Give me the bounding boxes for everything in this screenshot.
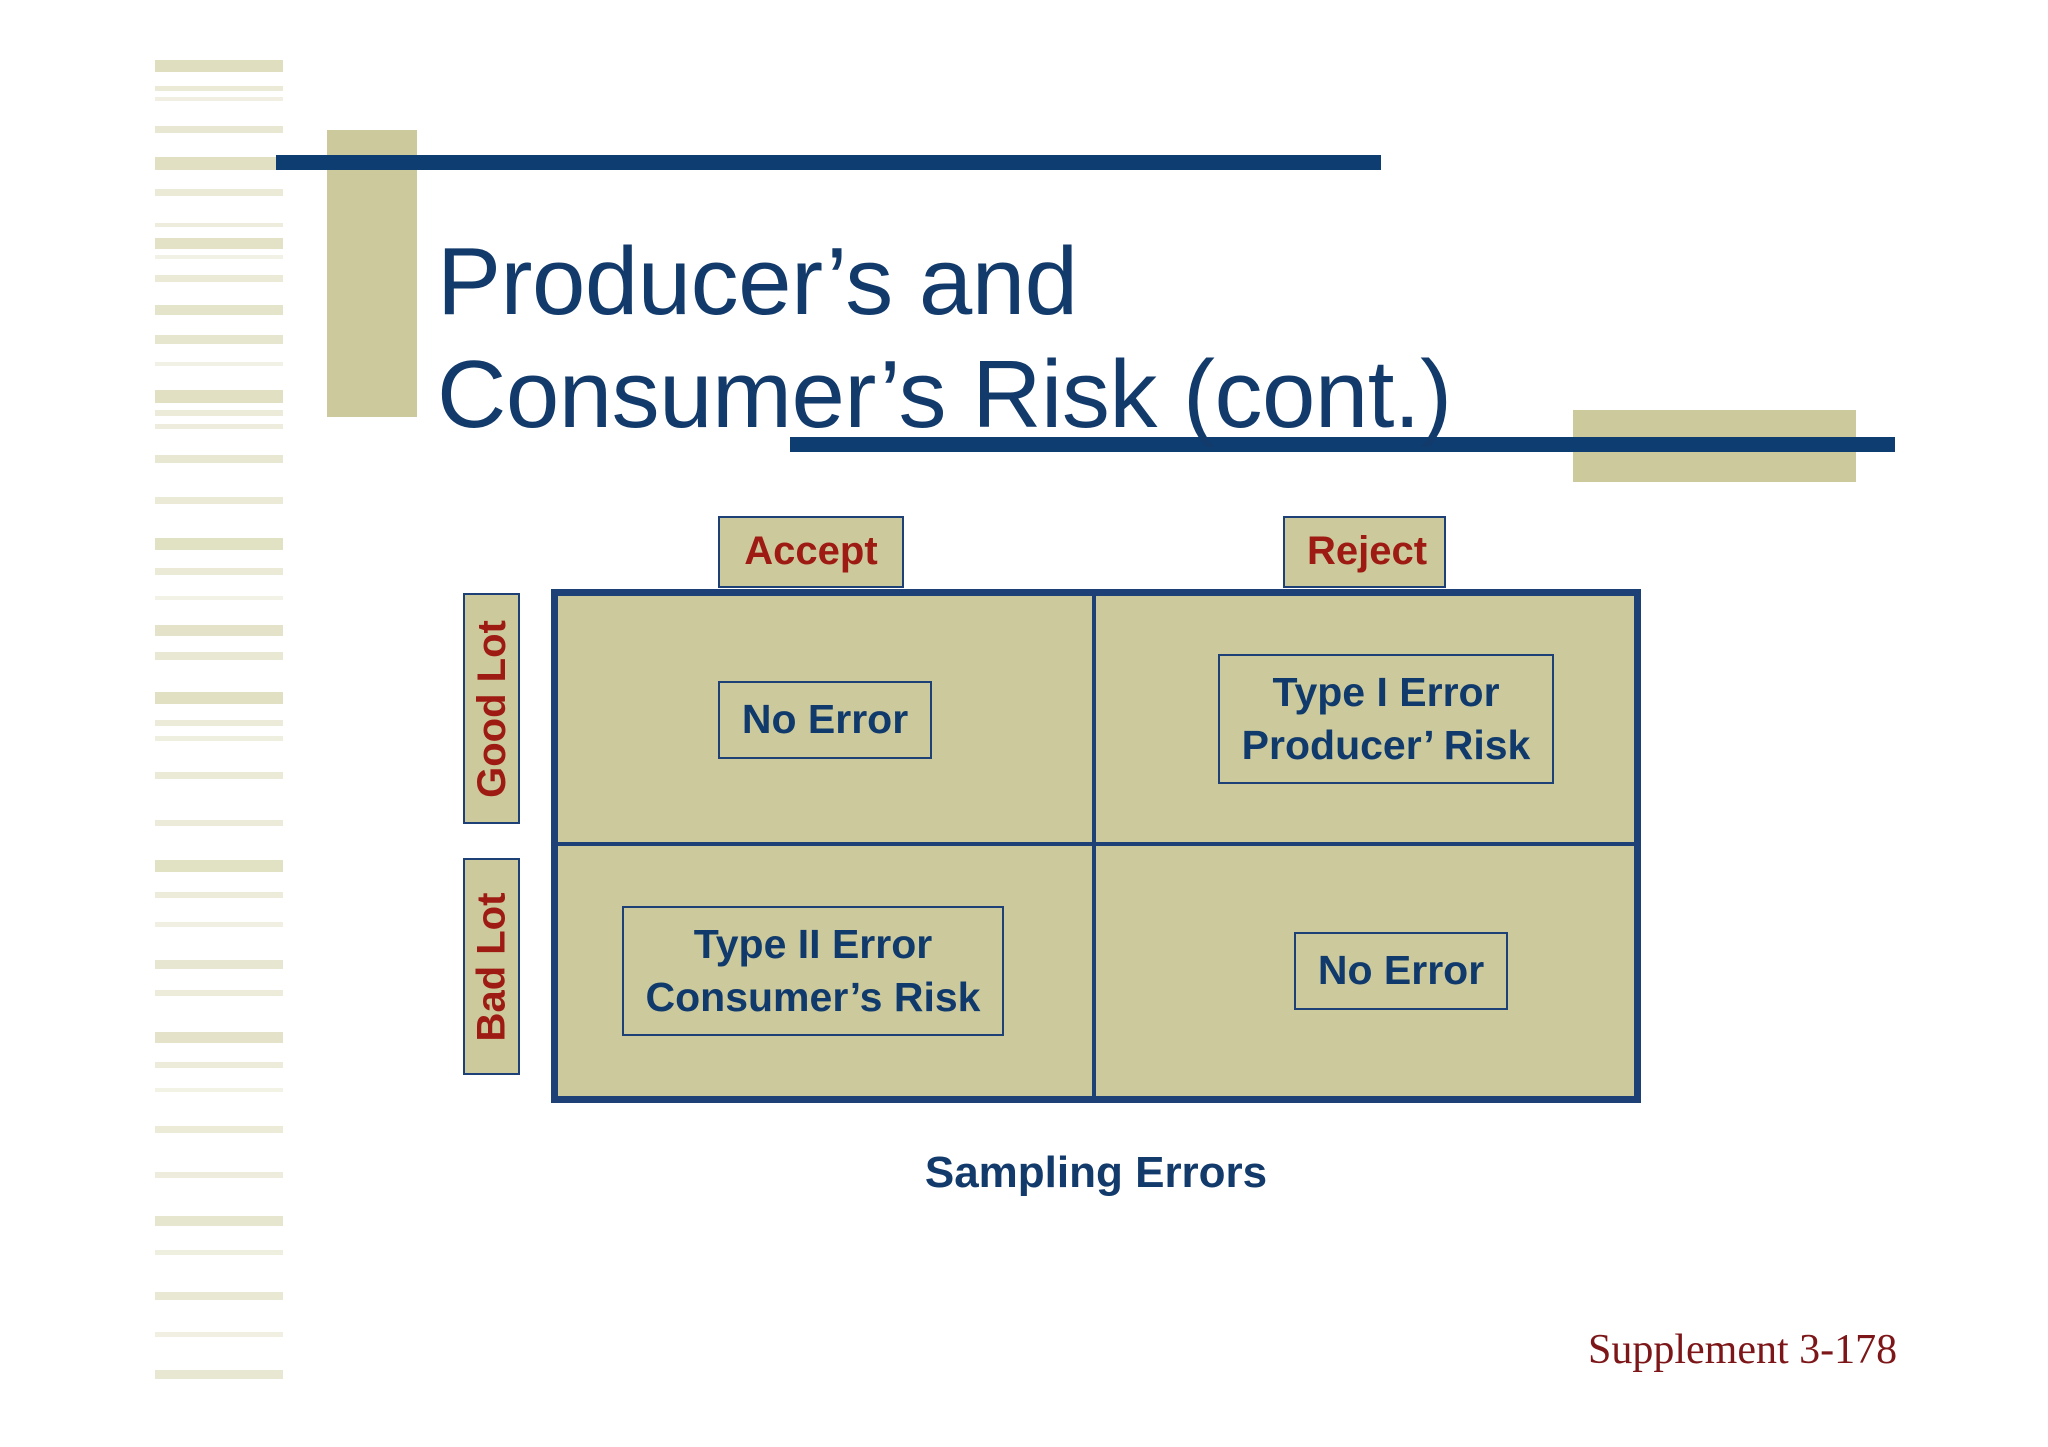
decorative-stripe bbox=[155, 720, 283, 726]
decorative-stripe bbox=[155, 60, 283, 72]
decorative-stripe bbox=[155, 960, 283, 969]
row-header-bad-lot: Bad Lot bbox=[463, 858, 520, 1075]
decorative-stripe bbox=[155, 736, 283, 741]
decorative-stripe bbox=[155, 455, 283, 463]
column-header-accept: Accept bbox=[718, 516, 904, 588]
decorative-stripe bbox=[155, 568, 283, 575]
decorative-stripe bbox=[155, 538, 283, 550]
decorative-stripe bbox=[155, 1126, 283, 1133]
matrix-cell-bad-accept: Type II Error Consumer’s Risk bbox=[558, 846, 1096, 1096]
matrix-caption: Sampling Errors bbox=[924, 1148, 1268, 1197]
decorative-stripe bbox=[155, 692, 283, 704]
decorative-stripe bbox=[155, 362, 283, 366]
decorative-stripe bbox=[155, 1332, 283, 1337]
sampling-errors-matrix: No Error Type I Error Producer’ Risk Typ… bbox=[551, 589, 1641, 1103]
decorative-stripe bbox=[155, 126, 283, 133]
decorative-stripe bbox=[155, 892, 283, 898]
decorative-stripe bbox=[155, 335, 283, 344]
row-header-good-lot: Good Lot bbox=[463, 593, 520, 824]
matrix-cell-good-accept: No Error bbox=[558, 596, 1096, 846]
decorative-stripe bbox=[155, 238, 283, 249]
decorative-stripe bbox=[155, 275, 283, 282]
decorative-stripe bbox=[155, 189, 283, 196]
decorative-stripe bbox=[155, 390, 283, 403]
decorative-stripe bbox=[155, 1032, 283, 1043]
decorative-stripe bbox=[155, 1292, 283, 1300]
decorative-stripe bbox=[155, 157, 283, 170]
decorative-stripe bbox=[155, 860, 283, 872]
decorative-stripe bbox=[155, 223, 283, 227]
decorative-stripe bbox=[155, 1172, 283, 1178]
page-title: Producer’s and Consumer’s Risk (cont.) bbox=[437, 228, 1452, 448]
footer-supplement-number: Supplement 3-178 bbox=[1588, 1327, 1898, 1373]
row-header-bad-lot-text: Bad Lot bbox=[469, 892, 514, 1041]
matrix-cell-label-type-ii-error: Type II Error Consumer’s Risk bbox=[621, 905, 1005, 1037]
decorative-stripe bbox=[155, 86, 283, 91]
decorative-stripe bbox=[155, 772, 283, 779]
decorative-stripe bbox=[155, 410, 283, 416]
decorative-stripe bbox=[155, 1062, 283, 1068]
decorative-stripe bbox=[155, 497, 283, 504]
row-header-good-lot-text: Good Lot bbox=[469, 619, 514, 798]
decorative-stripe bbox=[155, 424, 283, 429]
matrix-cell-label-type-i-error: Type I Error Producer’ Risk bbox=[1217, 653, 1555, 785]
decorative-stripe bbox=[155, 596, 283, 600]
decorative-stripe bbox=[155, 255, 283, 259]
decorative-stripe bbox=[155, 97, 283, 101]
title-rule-top bbox=[276, 155, 1381, 170]
decorative-stripe bbox=[155, 625, 283, 636]
matrix-cell-bad-reject: No Error bbox=[1096, 846, 1634, 1096]
matrix-cell-label-no-error-good: No Error bbox=[717, 681, 933, 759]
decorative-stripe bbox=[155, 1250, 283, 1255]
decorative-stripe bbox=[155, 1370, 283, 1379]
decorative-stripe-band bbox=[155, 60, 283, 1390]
column-header-reject: Reject bbox=[1283, 516, 1446, 588]
decorative-stripe bbox=[155, 305, 283, 315]
matrix-cell-label-no-error-bad: No Error bbox=[1293, 932, 1509, 1010]
decorative-stripe bbox=[155, 922, 283, 927]
decorative-stripe bbox=[155, 990, 283, 996]
matrix-cell-good-reject: Type I Error Producer’ Risk bbox=[1096, 596, 1634, 846]
title-rule-bottom bbox=[790, 437, 1895, 452]
title-accent-block-left bbox=[327, 130, 417, 417]
decorative-stripe bbox=[155, 820, 283, 826]
decorative-stripe bbox=[155, 1088, 283, 1092]
decorative-stripe bbox=[155, 1216, 283, 1226]
decorative-stripe bbox=[155, 652, 283, 660]
